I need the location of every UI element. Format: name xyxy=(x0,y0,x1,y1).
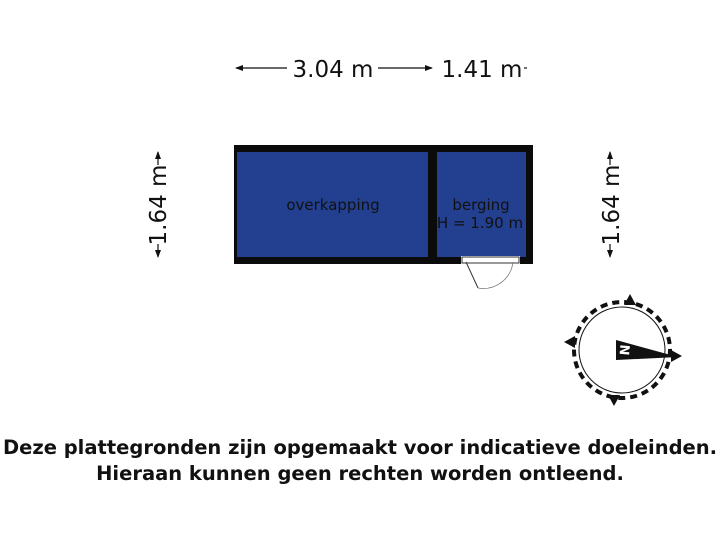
height-right-label: 1.64 m xyxy=(599,165,625,246)
compass-north-letter: N xyxy=(616,344,632,356)
door-frame xyxy=(461,256,520,264)
height-left-label: 1.64 m xyxy=(146,165,172,246)
disclaimer-line-1: Deze plattegronden zijn opgemaakt voor i… xyxy=(2,436,718,459)
room-berging xyxy=(437,152,526,257)
width-left-label: 3.04 m xyxy=(293,57,374,83)
room-label-berging: berging xyxy=(452,196,509,214)
door-opening xyxy=(461,256,520,265)
compass-rose: N xyxy=(564,294,682,406)
room-overkapping xyxy=(237,152,428,257)
width-right-label: 1.41 m xyxy=(442,57,523,83)
building-outline: overkapping berging H = 1.90 m xyxy=(234,145,533,289)
disclaimer-line-2: Hieraan kunnen geen rechten worden ontle… xyxy=(96,462,624,485)
top-dimension: 3.04 m 1.41 m xyxy=(235,57,527,83)
door-swing xyxy=(465,261,514,289)
room-height-note: H = 1.90 m xyxy=(437,214,523,232)
left-dimension: 1.64 m xyxy=(146,151,172,258)
right-dimension: 1.64 m xyxy=(599,151,625,258)
room-label-overkapping: overkapping xyxy=(286,196,379,214)
compass-needle xyxy=(616,340,678,360)
